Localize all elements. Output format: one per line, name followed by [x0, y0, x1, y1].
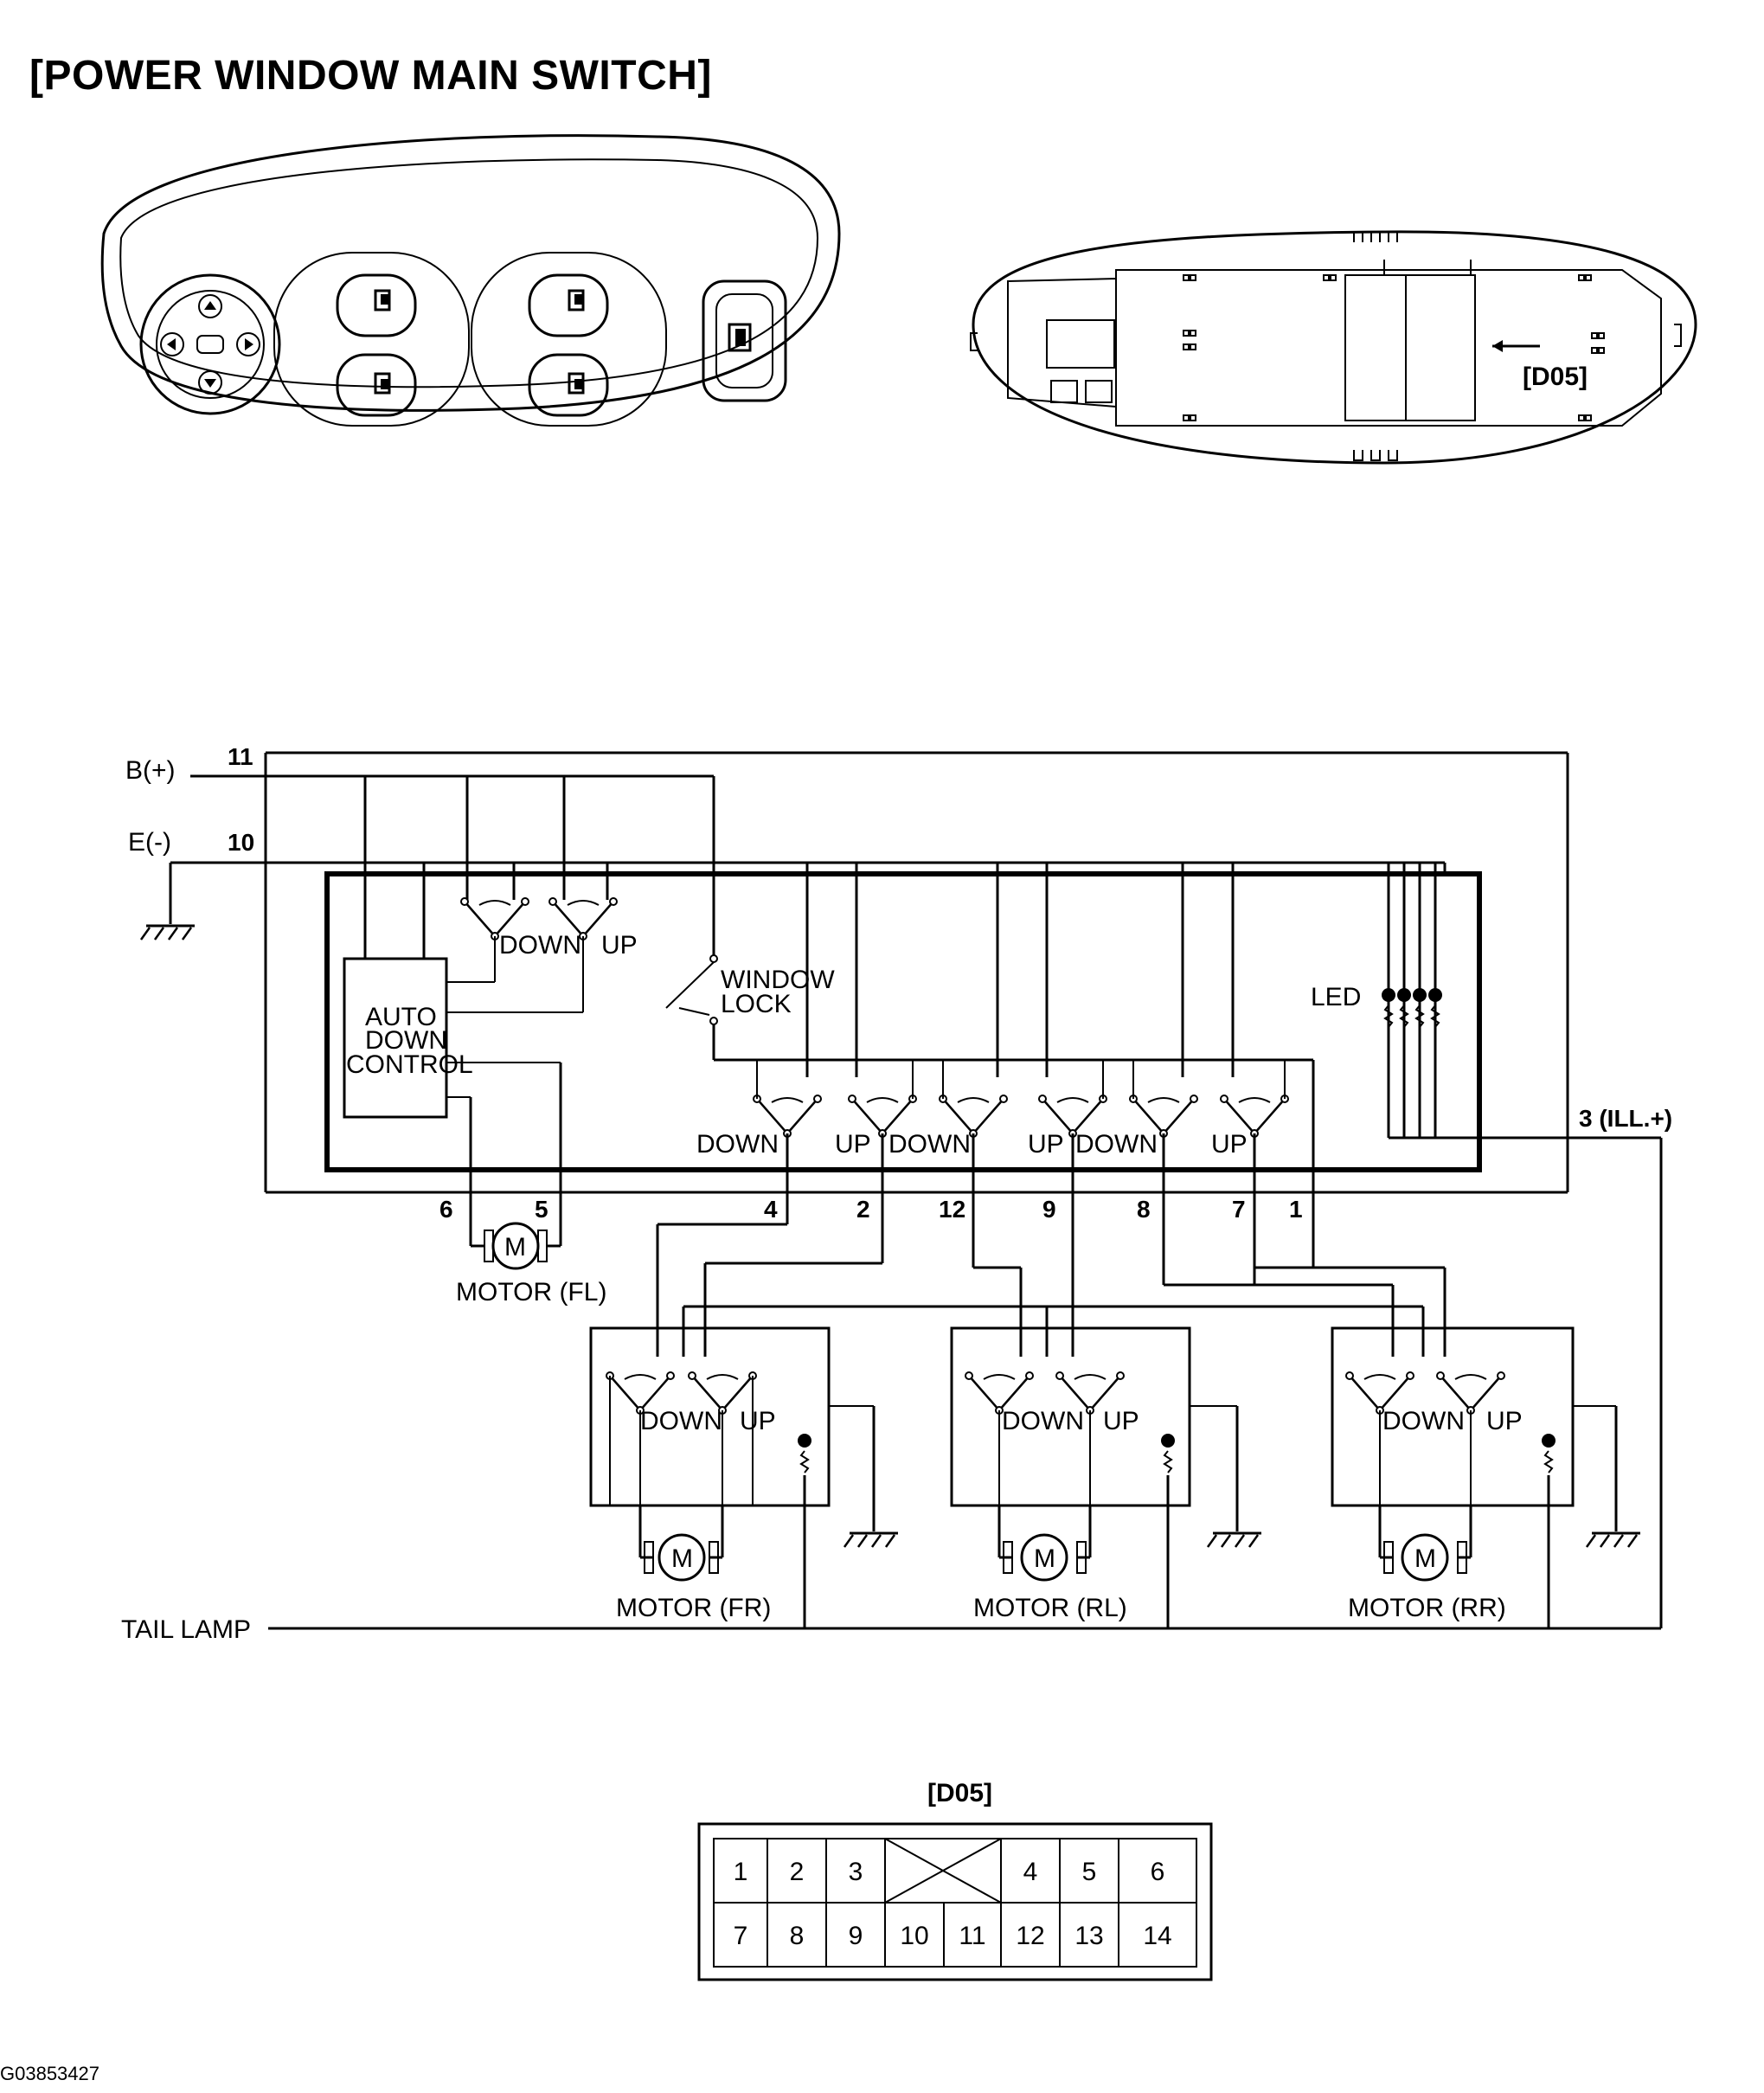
page-title: [POWER WINDOW MAIN SWITCH]: [29, 53, 712, 99]
pin-3: 3 (ILL.+): [1579, 1105, 1672, 1132]
fr-down-label: DOWN: [696, 1130, 779, 1159]
fr-up-label: UP: [835, 1130, 871, 1159]
connector-pin-11: 11: [959, 1922, 985, 1950]
connector-pin-8: 8: [790, 1922, 805, 1950]
auto-down-control-box: [343, 957, 448, 1119]
pin-5: 5: [535, 1196, 548, 1223]
switch-back-view: [D05]: [970, 230, 1697, 465]
pin-6: 6: [439, 1196, 453, 1223]
connector-callout: [D05]: [1523, 363, 1588, 391]
fl-down-label: DOWN: [499, 931, 581, 960]
motor-rl-symbol: M: [1034, 1544, 1055, 1573]
connector-pin-13: 13: [1074, 1922, 1103, 1950]
battery-label: B(+): [125, 756, 176, 785]
module-fr: DOWN UP M MOTOR (FR): [589, 1326, 900, 1628]
connector-pin-14: 14: [1143, 1922, 1171, 1950]
pin-12: 12: [939, 1196, 965, 1223]
rl-module-up-label: UP: [1103, 1407, 1139, 1435]
motor-fl-symbol: M: [504, 1233, 526, 1262]
connector-title: [D05]: [927, 1779, 992, 1807]
switch-front-view: [100, 134, 841, 427]
connector-cell: [1118, 1902, 1197, 1968]
motor-fr-label: MOTOR (FR): [616, 1594, 771, 1622]
figure-id: G03853427: [0, 2063, 99, 2084]
connector-pin-7: 7: [734, 1922, 748, 1950]
pin-9: 9: [1042, 1196, 1056, 1223]
window-lock-button-icon: [702, 279, 787, 402]
rl-up-label: UP: [1028, 1130, 1064, 1159]
auto-down-label-1: AUTO: [365, 1003, 437, 1031]
rr-module-up-label: UP: [1486, 1407, 1523, 1435]
connector-pin-12: 12: [1016, 1922, 1044, 1950]
auto-down-label-3: CONTROL: [346, 1050, 473, 1079]
pin-10: 10: [228, 829, 254, 856]
rr-up-label: UP: [1211, 1130, 1248, 1159]
motor-rr-symbol: M: [1414, 1544, 1436, 1573]
module-rl: DOWN UP M MOTOR (RL): [950, 1326, 1263, 1628]
motor-rr-label: MOTOR (RR): [1348, 1594, 1506, 1622]
connector-pin-2: 2: [790, 1858, 805, 1886]
auto-down-label-2: DOWN: [365, 1026, 447, 1055]
rl-down-label: DOWN: [888, 1130, 971, 1159]
motor-fr-symbol: M: [671, 1544, 693, 1573]
rr-module-down-label: DOWN: [1382, 1407, 1465, 1435]
fl-up-label: UP: [601, 931, 638, 960]
connector-pin-6: 6: [1151, 1858, 1165, 1886]
pin-8: 8: [1137, 1196, 1151, 1223]
schematic: DOWN UP AUTO DOWN CONTROL M MOTOR (FL) 6…: [121, 743, 1672, 1644]
module-rr: DOWN UP M MOTOR (RR): [1331, 1326, 1642, 1628]
window-switch-icons: [336, 273, 609, 417]
connector-pin-5: 5: [1082, 1858, 1097, 1886]
fr-module-up-label: UP: [740, 1407, 776, 1435]
connector-pin-4: 4: [1023, 1858, 1038, 1886]
fr-module-down-label: DOWN: [640, 1407, 722, 1435]
main-switch-box: [324, 871, 1482, 1172]
tail-lamp-label: TAIL LAMP: [121, 1615, 251, 1644]
connector-pin-10: 10: [900, 1922, 928, 1950]
window-lock-label-2: LOCK: [721, 990, 792, 1018]
motor-rl-label: MOTOR (RL): [973, 1594, 1127, 1622]
connector-pin-1: 1: [734, 1858, 748, 1886]
led-label: LED: [1311, 983, 1361, 1011]
rl-module-down-label: DOWN: [1002, 1407, 1084, 1435]
pin-4: 4: [764, 1196, 778, 1223]
rr-down-label: DOWN: [1075, 1130, 1158, 1159]
pin-11: 11: [228, 743, 253, 770]
pin-2: 2: [856, 1196, 870, 1223]
led-lamps: [1381, 987, 1443, 1028]
pin-1: 1: [1289, 1196, 1303, 1223]
connector-pin-9: 9: [849, 1922, 863, 1950]
blank-cell-cross: [884, 1838, 1002, 1904]
window-lock-label-1: WINDOW: [721, 966, 835, 994]
pin-7: 7: [1232, 1196, 1246, 1223]
mirror-arrow-icons: [160, 294, 260, 395]
motor-fl-label: MOTOR (FL): [456, 1278, 606, 1307]
ground-label: E(-): [128, 828, 171, 857]
connector-pin-3: 3: [849, 1858, 863, 1886]
